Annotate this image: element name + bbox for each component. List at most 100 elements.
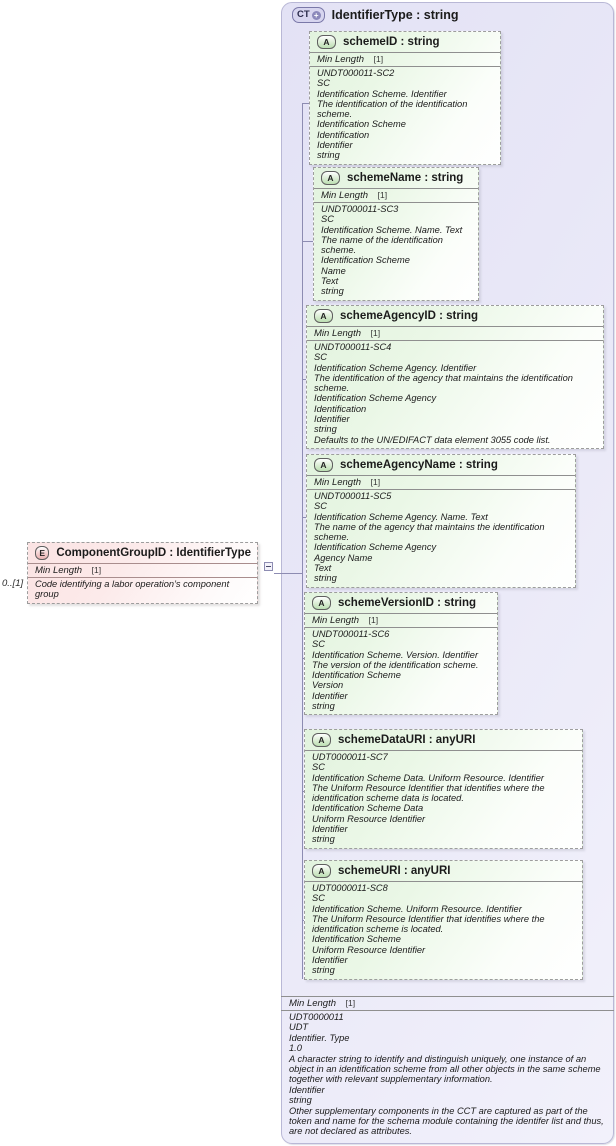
attribute-box-schemename[interactable]: A schemeName : string Min Length [1] UND… bbox=[313, 167, 479, 301]
doc-line: string bbox=[314, 573, 337, 584]
attribute-title: schemeDataURI : anyURI bbox=[338, 734, 476, 746]
doc-line: UNDT000011-SC3 bbox=[321, 204, 399, 214]
facet-label: Min Length bbox=[317, 54, 365, 65]
doc-line: UDT0000011-SC7 bbox=[312, 752, 388, 762]
doc-line: Identifier bbox=[312, 690, 348, 701]
doc-line: Code identifying a labor operation’s com… bbox=[35, 579, 230, 600]
attribute-header: A schemeName : string bbox=[314, 168, 478, 188]
complex-type-title: IdentifierType : string bbox=[331, 8, 459, 22]
facet-cardinality: [1] bbox=[368, 615, 379, 625]
attribute-badge-icon: A bbox=[312, 596, 331, 610]
doc-line: Identification Scheme Agency bbox=[314, 542, 437, 553]
doc-line: Identification Scheme Agency. Identifier bbox=[314, 362, 477, 373]
attribute-box-schemeversionid[interactable]: A schemeVersionID : string Min Length [1… bbox=[304, 592, 498, 716]
doc-line: Name bbox=[321, 265, 346, 276]
doc-line: string bbox=[321, 286, 344, 297]
doc-line: Uniform Resource Identifier bbox=[312, 813, 426, 824]
doc-line: string bbox=[314, 424, 337, 435]
doc-line: SC bbox=[314, 501, 327, 512]
attribute-badge-icon: A bbox=[317, 35, 336, 49]
attribute-header: A schemeAgencyName : string bbox=[307, 455, 575, 475]
facet-row: Min Length [1] bbox=[307, 475, 575, 489]
doc-line: string bbox=[289, 1095, 312, 1106]
attribute-title: schemeURI : anyURI bbox=[338, 865, 451, 877]
attribute-badge-icon: A bbox=[312, 733, 331, 747]
complex-type-container[interactable]: CT + IdentifierType : string A schemeID … bbox=[274, 2, 614, 1144]
attribute-box-schemeagencyid[interactable]: A schemeAgencyID : string Min Length [1]… bbox=[306, 305, 604, 449]
facet-label: Min Length bbox=[314, 477, 362, 488]
doc-line: Identification Scheme bbox=[317, 119, 406, 130]
facet-cardinality: [1] bbox=[345, 998, 356, 1008]
doc-line: The version of the identification scheme… bbox=[312, 659, 479, 670]
doc-line: SC bbox=[312, 762, 325, 773]
element-cardinality: 0..[1] bbox=[2, 578, 24, 589]
complex-type-badge[interactable]: CT + bbox=[292, 7, 325, 23]
doc-line: Identification Scheme. Uniform Resource.… bbox=[312, 903, 522, 914]
facet-label: Min Length bbox=[321, 190, 369, 201]
doc-line: The Uniform Resource Identifier that ide… bbox=[312, 782, 545, 804]
facet-row: Min Length [1] bbox=[307, 326, 603, 340]
attribute-header: A schemeDataURI : anyURI bbox=[305, 730, 582, 750]
attribute-title: schemeAgencyName : string bbox=[340, 459, 498, 471]
documentation-block: UDT0000011-SC7 SC Identification Scheme … bbox=[305, 750, 582, 848]
doc-line: Identifier bbox=[312, 955, 348, 966]
doc-line: Identification Scheme Data bbox=[312, 803, 424, 814]
facet-row: Min Length [1] bbox=[310, 52, 500, 66]
attribute-box-schemeagencyname[interactable]: A schemeAgencyName : string Min Length [… bbox=[306, 454, 576, 588]
doc-line: A character string to identify and disti… bbox=[289, 1053, 601, 1085]
documentation-block: UNDT000011-SC2 SC Identification Scheme.… bbox=[310, 66, 500, 164]
expand-plus-icon[interactable]: + bbox=[311, 10, 321, 20]
ct-badge-label: CT bbox=[297, 9, 310, 20]
facet-label: Min Length bbox=[314, 328, 362, 339]
doc-line: UDT0000011 bbox=[289, 1012, 344, 1022]
doc-line: Identifier bbox=[312, 824, 348, 835]
facet-row: Min Length [1] bbox=[314, 188, 478, 202]
type-documentation-section: Min Length [1] UDT0000011 UDT Identifier… bbox=[281, 996, 614, 1140]
documentation-block: UDT0000011-SC8 SC Identification Scheme.… bbox=[305, 881, 582, 979]
attribute-header: A schemeID : string bbox=[310, 32, 500, 52]
facet-label: Min Length bbox=[35, 565, 83, 576]
attribute-badge-icon: A bbox=[314, 458, 333, 472]
facet-label: Min Length bbox=[312, 615, 360, 626]
doc-line: Identification Scheme Data. Uniform Reso… bbox=[312, 772, 545, 783]
doc-line: 1.0 bbox=[289, 1043, 302, 1054]
facet-cardinality: [1] bbox=[377, 190, 388, 200]
facet-cardinality: [1] bbox=[91, 565, 102, 575]
doc-line: Agency Name bbox=[314, 552, 373, 563]
attribute-badge-icon: A bbox=[314, 309, 333, 323]
attribute-box-schemedatauri[interactable]: A schemeDataURI : anyURI UDT0000011-SC7 … bbox=[304, 729, 583, 849]
documentation-block: UNDT000011-SC6 SC Identification Scheme.… bbox=[305, 627, 497, 714]
facet-cardinality: [1] bbox=[373, 54, 384, 64]
doc-line: UNDT000011-SC2 bbox=[317, 68, 395, 78]
doc-line: Uniform Resource Identifier bbox=[312, 944, 426, 955]
tree-branch-2 bbox=[302, 241, 313, 242]
complex-type-header[interactable]: CT + IdentifierType : string bbox=[292, 7, 459, 23]
attribute-header: A schemeURI : anyURI bbox=[305, 861, 582, 881]
facet-label: Min Length bbox=[289, 998, 337, 1009]
doc-line: SC bbox=[312, 639, 325, 650]
doc-line: Identification Scheme Agency. Name. Text bbox=[314, 511, 488, 522]
collapse-toggle-button[interactable] bbox=[264, 562, 273, 571]
doc-line: Identification Scheme bbox=[312, 670, 401, 681]
doc-line: Identifier. Type bbox=[289, 1032, 350, 1043]
attribute-box-schemeuri[interactable]: A schemeURI : anyURI UDT0000011-SC8 SC I… bbox=[304, 860, 583, 980]
attribute-badge-icon: A bbox=[321, 171, 340, 185]
doc-line: UNDT000011-SC5 bbox=[314, 491, 392, 501]
documentation-block: UNDT000011-SC3 SC Identification Scheme.… bbox=[314, 202, 478, 300]
doc-line: Identifier bbox=[314, 414, 350, 425]
facet-row: Min Length [1] bbox=[28, 563, 257, 577]
doc-line: Identification Scheme. Identifier bbox=[317, 88, 447, 99]
attribute-box-schemeid[interactable]: A schemeID : string Min Length [1] UNDT0… bbox=[309, 31, 501, 165]
doc-line: SC bbox=[314, 352, 327, 363]
doc-line: Identification Scheme. Name. Text bbox=[321, 224, 463, 235]
doc-line: Identification bbox=[314, 403, 367, 414]
doc-line: UDT0000011-SC8 bbox=[312, 883, 388, 893]
doc-line: string bbox=[312, 965, 335, 976]
element-box-componentgroupid[interactable]: E ComponentGroupID : IdentifierType Min … bbox=[27, 542, 258, 604]
doc-line: UNDT000011-SC6 bbox=[312, 629, 390, 639]
doc-line: Identifier bbox=[317, 140, 353, 151]
doc-line: Defaults to the UN/EDIFACT data element … bbox=[314, 434, 551, 445]
element-title: ComponentGroupID : IdentifierType bbox=[56, 547, 251, 559]
doc-line: UDT bbox=[289, 1022, 309, 1033]
attribute-title: schemeName : string bbox=[347, 172, 464, 184]
